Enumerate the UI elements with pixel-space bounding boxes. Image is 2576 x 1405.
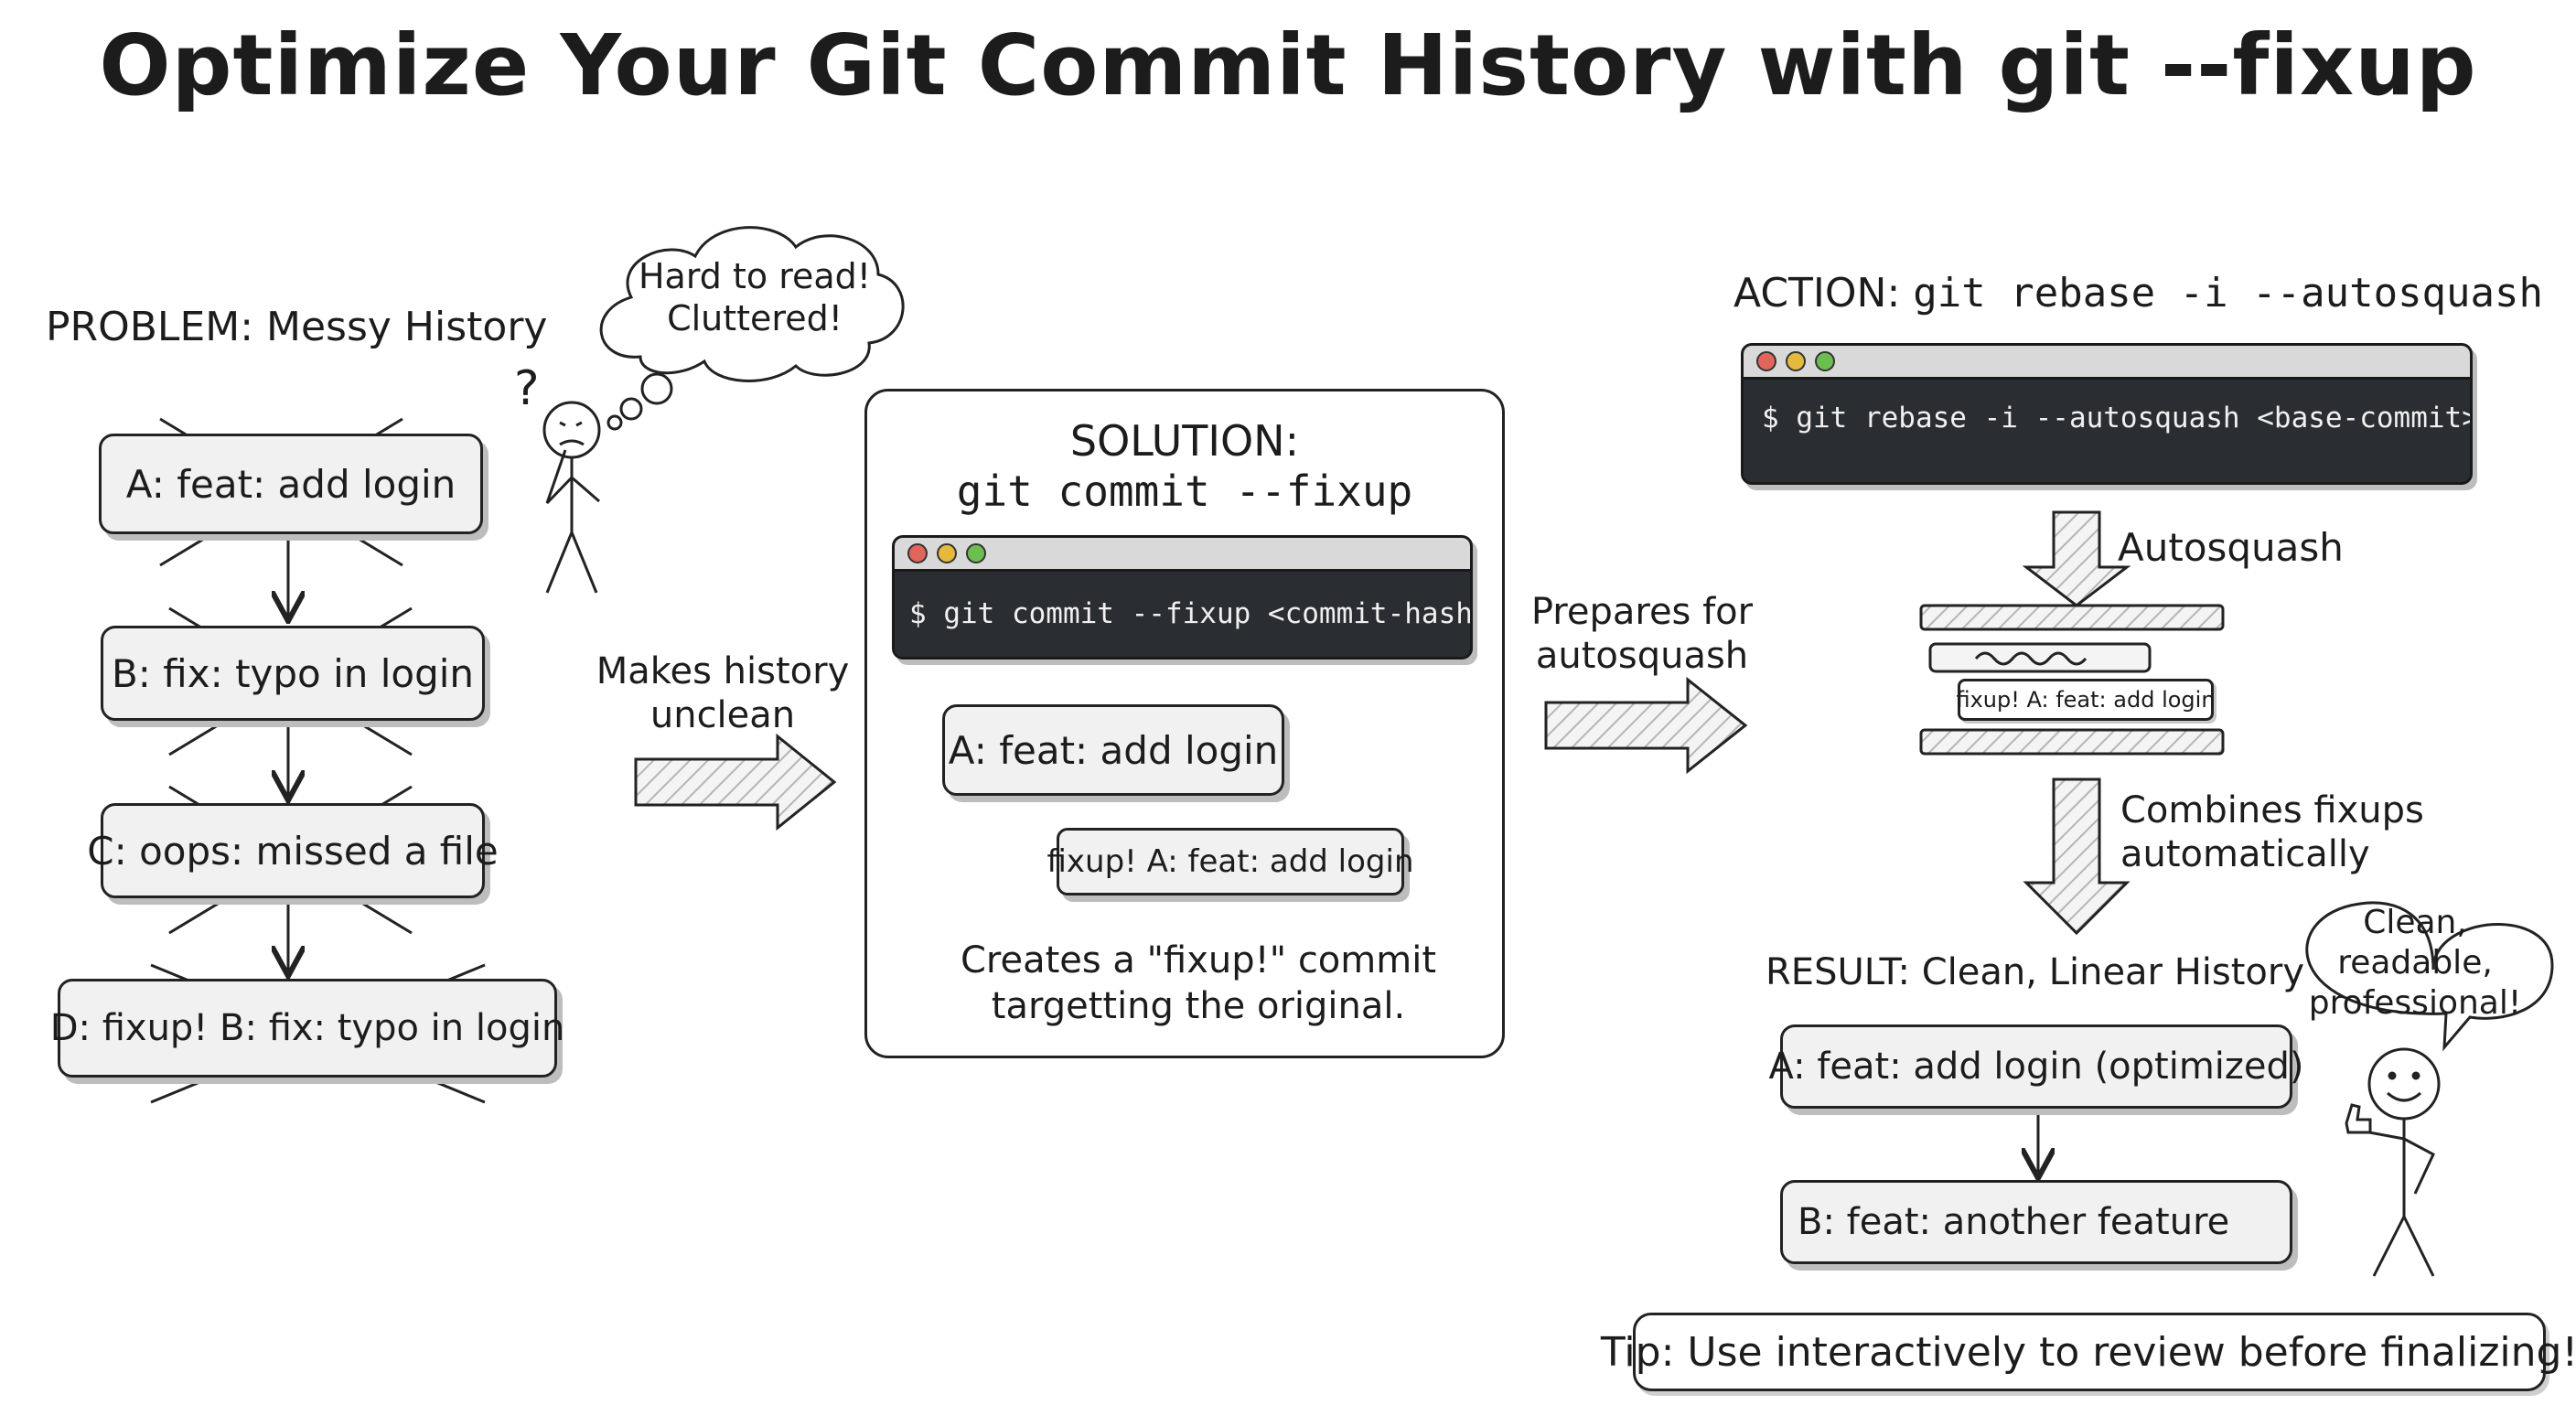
action-terminal: $ git rebase -i --autosquash <base-commi… bbox=[1741, 343, 2473, 485]
solution-terminal: $ git commit --fixup <commit-hash> bbox=[892, 535, 1473, 660]
messy-commit-d: D: fixup! B: fix: typo in login bbox=[50, 979, 564, 1078]
solution-heading: SOLUTION: bbox=[1069, 416, 1300, 466]
minimize-dot-icon bbox=[937, 543, 957, 563]
result-heading: RESULT: Clean, Linear History bbox=[1766, 951, 2305, 993]
problem-heading: PROBLEM: Messy History bbox=[46, 304, 548, 350]
squash-stack bbox=[1919, 604, 2225, 756]
combines-line: Combines fixups bbox=[2120, 789, 2424, 831]
combines-label: Combines fixups automatically bbox=[2120, 788, 2424, 876]
speech-bubble bbox=[2305, 901, 2554, 1052]
terminal-command: $ git rebase -i --autosquash <base-commi… bbox=[1762, 402, 2473, 434]
caption-line: Creates a "fixup!" commit bbox=[960, 939, 1437, 981]
arrow-label-line: autosquash bbox=[1535, 635, 1749, 677]
tip-text: Tip: Use interactively to review before … bbox=[1600, 1328, 2576, 1376]
close-dot-icon bbox=[1756, 351, 1776, 371]
result-commit-b: B: feat: another feature bbox=[1780, 1180, 2292, 1264]
messy-commit-label: D: fixup! B: fix: typo in login bbox=[49, 1007, 565, 1049]
commit-label: fixup! A: feat: add login bbox=[1956, 687, 2216, 713]
thought-line-1: Hard to read! bbox=[638, 256, 872, 296]
speech-line: professional! bbox=[2308, 984, 2522, 1022]
commit-label: A: feat: add login (optimized) bbox=[1768, 1046, 2304, 1088]
thought-cloud bbox=[599, 226, 905, 431]
arrow-label-line: Prepares for bbox=[1530, 591, 1754, 633]
action-heading: ACTION: git rebase -i --autosquash bbox=[1733, 270, 2543, 316]
original-commit: A: feat: add login bbox=[942, 704, 1284, 796]
solution-caption: Creates a "fixup!" commit targetting the… bbox=[942, 938, 1454, 1029]
combines-line: automatically bbox=[2120, 833, 2370, 875]
worried-stick-figure bbox=[542, 401, 601, 594]
terminal-titlebar bbox=[1744, 346, 2470, 380]
messy-commit-label: A: feat: add login bbox=[125, 461, 456, 507]
happy-stick-figure bbox=[2345, 1047, 2441, 1277]
action-heading-command: git rebase -i --autosquash bbox=[1913, 270, 2544, 316]
terminal-command: $ git commit --fixup <commit-hash> bbox=[909, 597, 1473, 630]
squash-stack-squiggle bbox=[1974, 651, 2088, 666]
stack-fixup-commit: fixup! A: feat: add login bbox=[1956, 679, 2216, 721]
combines-down-arrow bbox=[2023, 778, 2131, 936]
messy-commit-label: C: oops: missed a file bbox=[87, 828, 499, 874]
commit-label: A: feat: add login bbox=[948, 727, 1279, 773]
question-mark: ? bbox=[514, 361, 540, 416]
caption-line: targetting the original. bbox=[991, 985, 1406, 1027]
commit-label: fixup! A: feat: add login bbox=[1046, 843, 1414, 880]
makes-history-label: Makes history unclean bbox=[585, 649, 860, 737]
commit-label: B: feat: another feature bbox=[1798, 1201, 2230, 1243]
thought-line-2: Cluttered! bbox=[667, 298, 843, 338]
autosquash-down-arrow bbox=[2022, 510, 2131, 607]
messy-commit-label: B: fix: typo in login bbox=[111, 650, 475, 696]
prepares-for-autosquash-arrow bbox=[1544, 676, 1748, 775]
close-dot-icon bbox=[907, 543, 928, 563]
messy-commit-c: C: oops: missed a file bbox=[87, 803, 499, 898]
thought-text: Hard to read! Cluttered! bbox=[604, 247, 906, 348]
fixup-commit: fixup! A: feat: add login bbox=[1047, 828, 1414, 896]
autosquash-label: Autosquash bbox=[2118, 525, 2344, 570]
page-title: Optimize Your Git Commit History with gi… bbox=[99, 16, 2477, 114]
maximize-dot-icon bbox=[966, 543, 986, 563]
tip-box: Tip: Use interactively to review before … bbox=[1601, 1313, 2576, 1391]
terminal-titlebar bbox=[895, 538, 1470, 572]
makes-history-unclean-arrow bbox=[634, 733, 837, 831]
messy-commit-b: B: fix: typo in login bbox=[101, 626, 485, 721]
result-commit-a: A: feat: add login (optimized) bbox=[1768, 1024, 2304, 1109]
speech-text: Clean, readable, professional! bbox=[2282, 904, 2548, 1022]
messy-commit-a: A: feat: add login bbox=[99, 434, 483, 534]
arrow-label-line: unclean bbox=[649, 694, 796, 736]
maximize-dot-icon bbox=[1815, 351, 1835, 371]
speech-line: Clean, readable, bbox=[2337, 904, 2493, 981]
solution-command-title: git commit --fixup bbox=[956, 467, 1413, 516]
arrow-label-line: Makes history bbox=[596, 650, 850, 692]
action-heading-text: ACTION: bbox=[1733, 270, 1914, 316]
prepares-label: Prepares for autosquash bbox=[1514, 590, 1770, 678]
minimize-dot-icon bbox=[1786, 351, 1806, 371]
